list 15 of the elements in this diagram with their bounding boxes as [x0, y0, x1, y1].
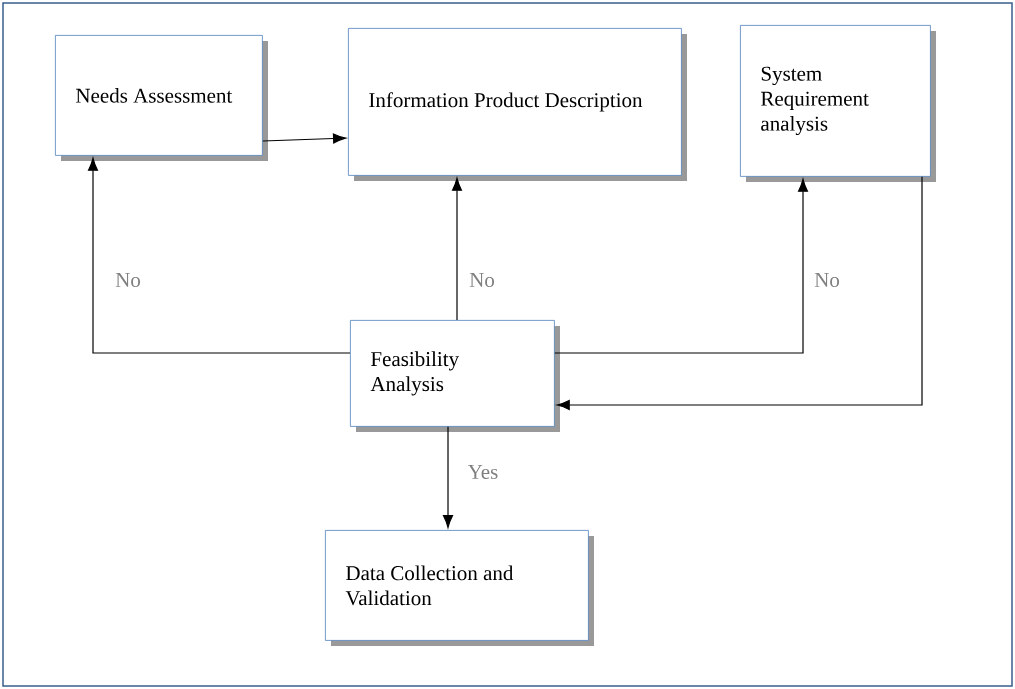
edge-label: No	[813, 272, 841, 288]
arrow	[262, 133, 347, 144]
process-box: System Requirement analysis	[740, 25, 936, 182]
arrow	[556, 176, 923, 411]
arrow	[554, 178, 809, 354]
arrow	[451, 177, 463, 321]
process-box: Information Product Description	[348, 28, 687, 181]
arrow	[442, 426, 454, 529]
edge-label: No	[468, 272, 496, 288]
process-box: Feasibility Analysis	[350, 320, 560, 432]
edge-label: Yes	[466, 464, 500, 480]
edge-label: No	[114, 272, 142, 288]
process-box: Needs Assessment	[55, 35, 268, 161]
process-box: Data Collection and Validation	[325, 530, 594, 646]
arrow	[87, 157, 351, 354]
